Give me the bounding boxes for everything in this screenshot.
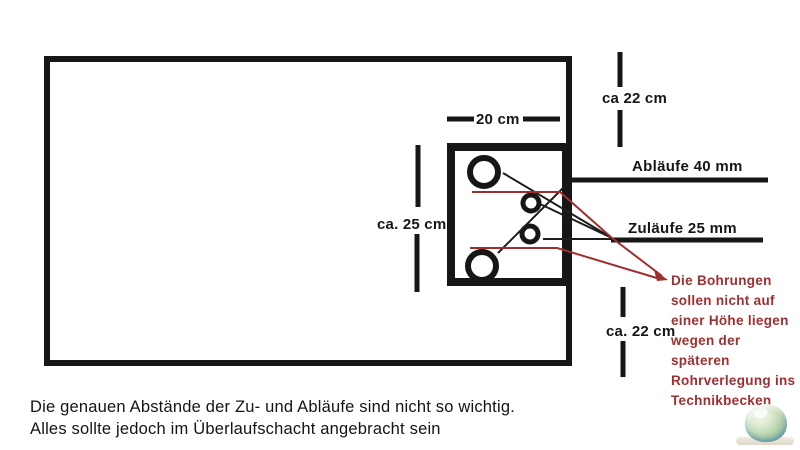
footnote-line-2: Alles sollte jedoch im Überlaufschacht a… (30, 420, 441, 438)
dim-25cm-label: ca. 25 cm (377, 216, 447, 233)
red-annotation-line: sollen nicht auf (671, 293, 775, 308)
red-arrowhead (654, 270, 668, 281)
drains-label: Abläufe 40 mm (632, 158, 743, 175)
bubble-logo (736, 404, 796, 448)
footnote: Die genauen Abstände der Zu- und Abläufe… (30, 396, 515, 440)
red-annotation-line: späteren (671, 353, 730, 368)
connector-drain-top (502, 172, 613, 239)
red-annotation: Die Bohrungen sollen nicht auf einer Höh… (671, 271, 800, 411)
red-annotation-line: Technikbecken (671, 393, 772, 408)
dim-20cm-label: 20 cm (476, 111, 520, 128)
dim-22cm-top-label: ca 22 cm (602, 90, 667, 107)
connector-drain-bottom (497, 183, 568, 254)
inlet-hole-upper (520, 192, 542, 214)
connector-inlet-upper (539, 203, 613, 239)
dim-22cm-bottom-label: ca. 22 cm (606, 323, 676, 340)
inlets-label: Zuläufe 25 mm (628, 220, 737, 237)
red-annotation-line: Rohrverlegung ins (671, 373, 796, 388)
red-annotation-line: Die Bohrungen (671, 273, 772, 288)
red-line-lower (470, 247, 661, 280)
drain-hole-top (467, 155, 501, 189)
footnote-line-1: Die genauen Abstände der Zu- und Abläufe… (30, 398, 515, 416)
red-line-upper (472, 191, 663, 277)
red-annotation-line: wegen der (671, 333, 741, 348)
inlet-hole-lower (519, 223, 541, 245)
overflow-shaft-outline (447, 143, 570, 286)
red-annotation-line: einer Höhe liegen (671, 313, 789, 328)
drain-hole-bottom (465, 249, 499, 283)
tank-outline (44, 56, 572, 366)
